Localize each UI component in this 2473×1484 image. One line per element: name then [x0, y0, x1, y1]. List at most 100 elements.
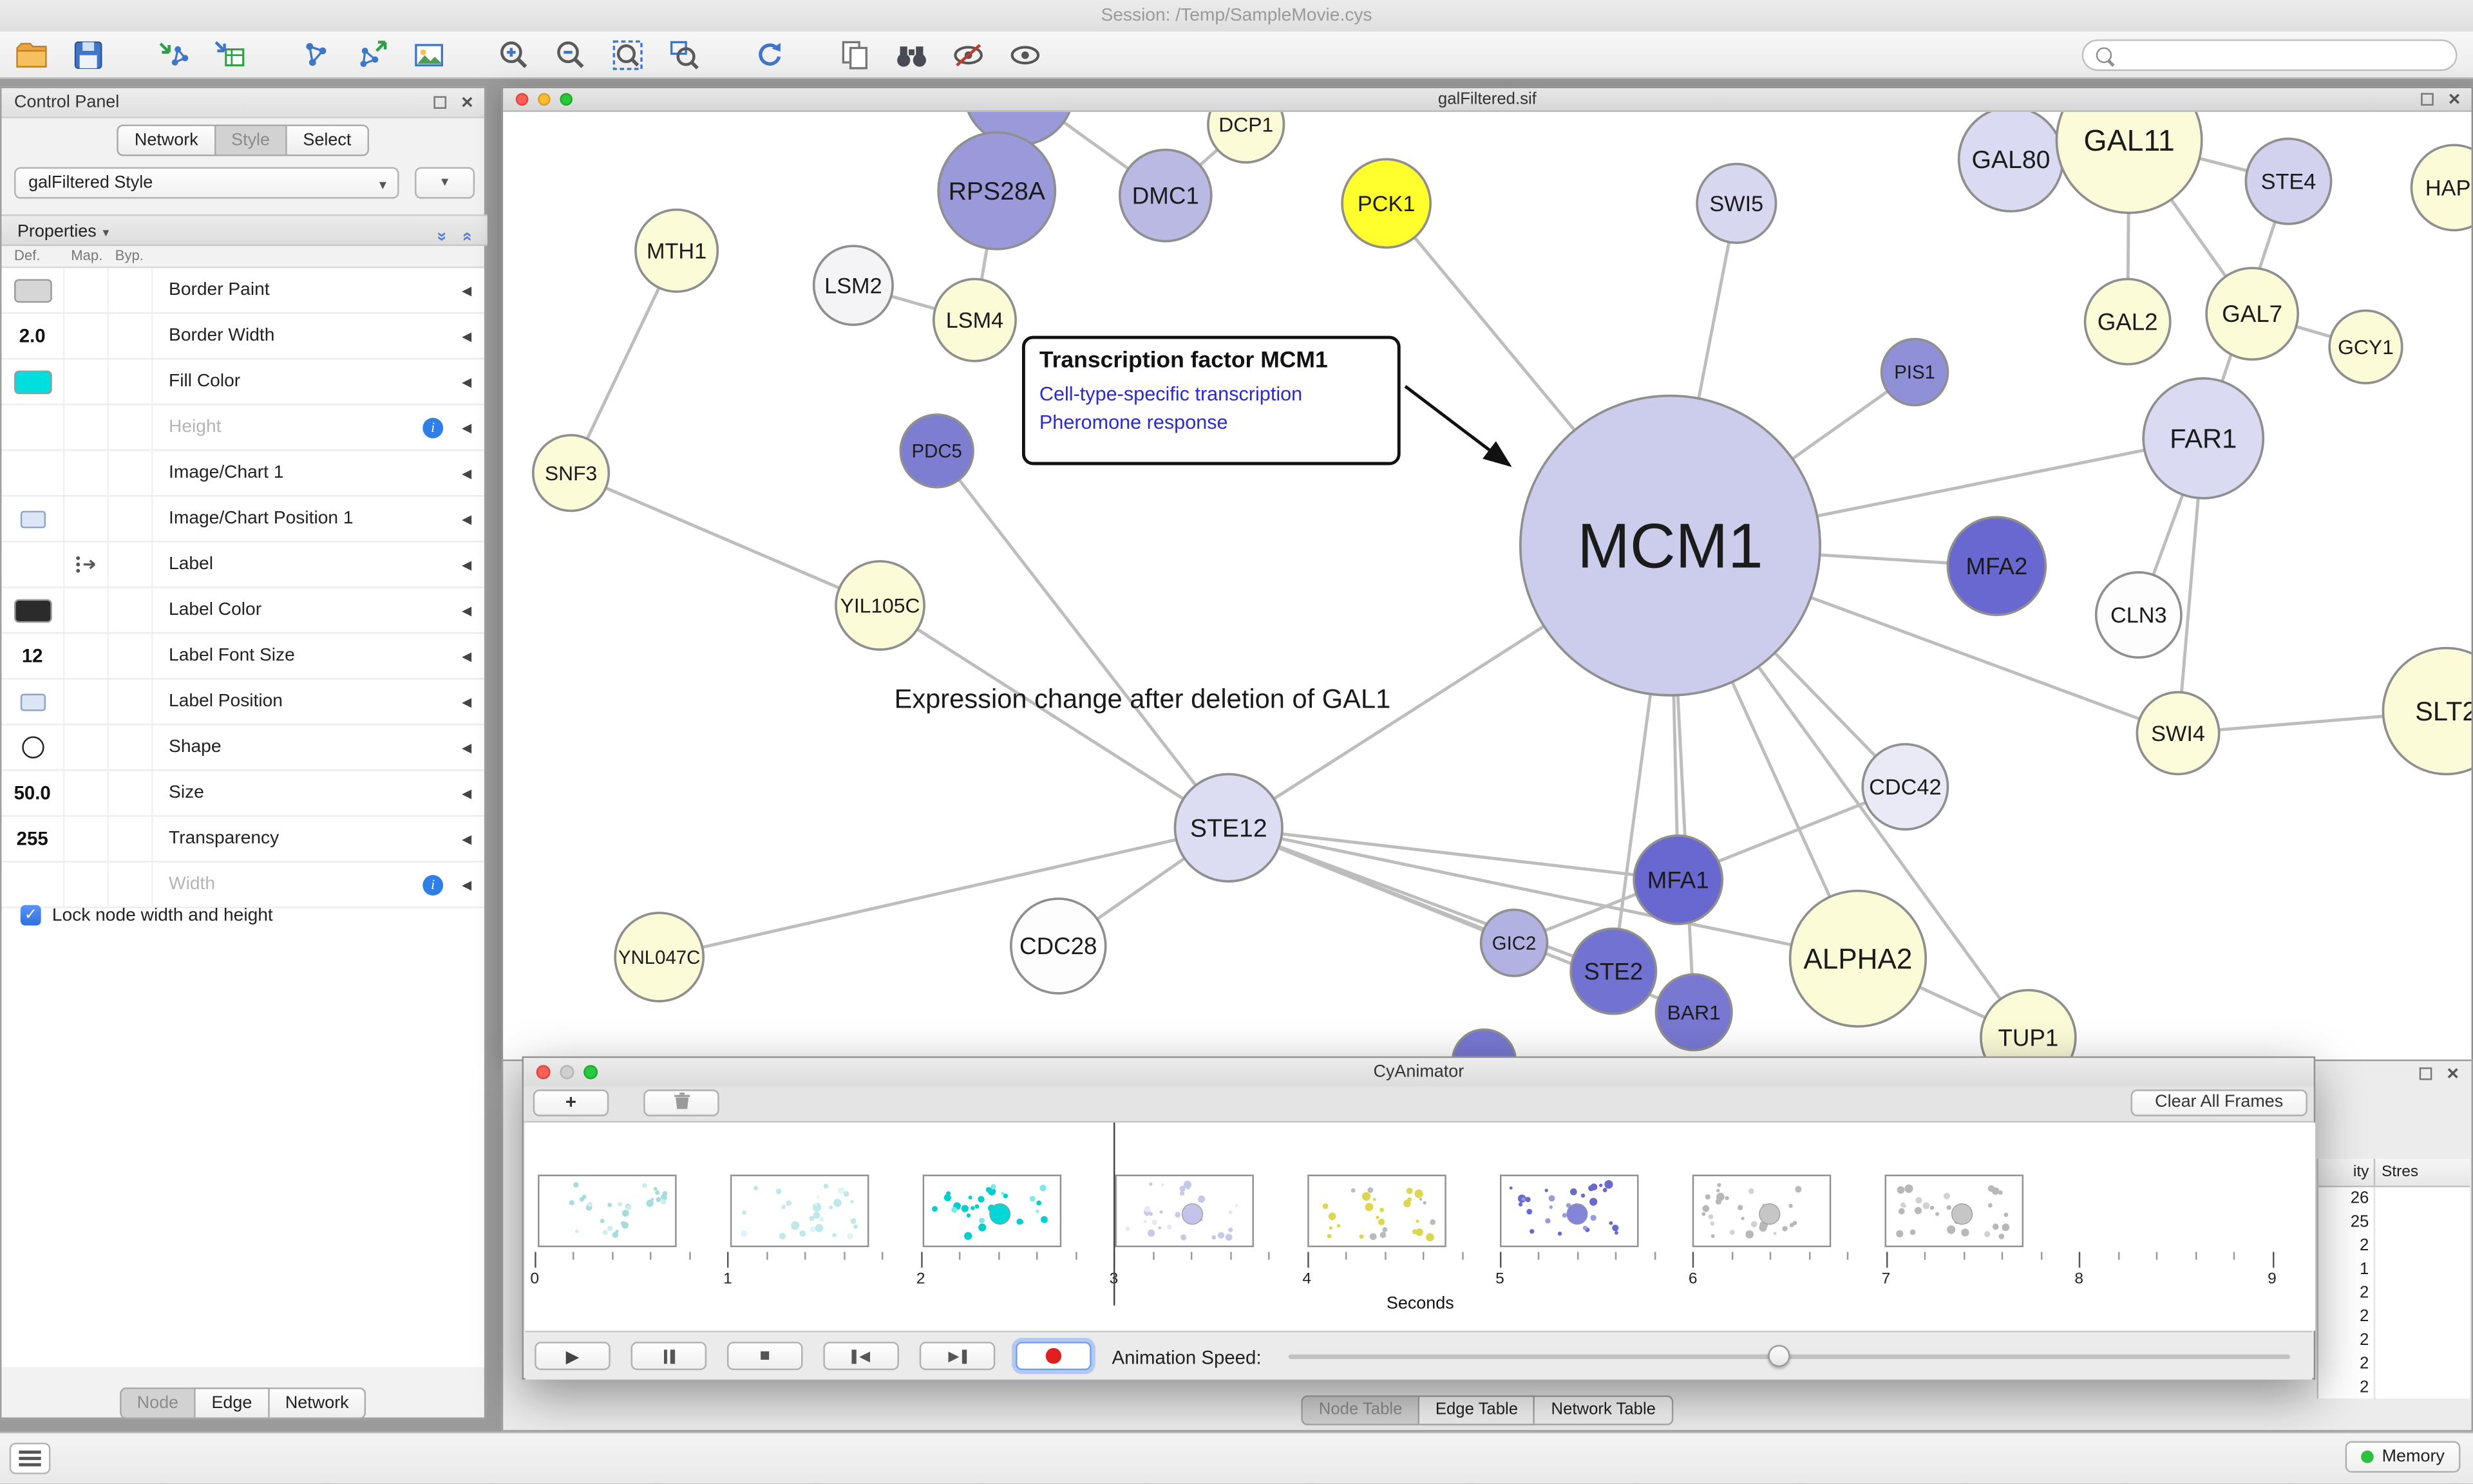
network-node-SWI5[interactable] [1696, 162, 1777, 244]
network-node-SWI4[interactable] [2136, 691, 2221, 776]
bypass-cell[interactable] [109, 496, 153, 541]
expand-row-icon[interactable]: ◀ [462, 465, 472, 480]
table-row[interactable]: 25 [2318, 1210, 2470, 1235]
new-network-icon[interactable] [296, 35, 334, 73]
tab-node-table[interactable]: Node Table [1301, 1395, 1420, 1425]
mapping-cell[interactable] [64, 634, 109, 679]
network-node-MFA1[interactable] [1633, 834, 1724, 925]
property-row-fill-color[interactable]: Fill Color◀ [1, 359, 484, 406]
network-node-SNF3[interactable] [531, 434, 611, 512]
bypass-cell[interactable] [109, 405, 153, 449]
table-row[interactable]: 26 [2318, 1187, 2470, 1211]
table-row[interactable]: 2 [2318, 1376, 2470, 1400]
zoom-fit-content-icon[interactable] [609, 35, 647, 73]
delete-frame-button[interactable] [643, 1089, 719, 1116]
play-button[interactable]: ▶ [535, 1342, 611, 1371]
properties-header[interactable]: Properties▾ » » [1, 214, 488, 247]
zoom-window-icon[interactable] [560, 93, 573, 106]
frame-thumbnail-5[interactable] [1499, 1174, 1639, 1248]
mapping-cell[interactable] [64, 771, 109, 816]
expand-row-icon[interactable]: ◀ [462, 831, 472, 846]
hide-graphics-details-icon[interactable] [949, 35, 987, 73]
style-selector[interactable]: galFiltered Style ▾ [14, 167, 399, 199]
float-window-icon[interactable] [434, 96, 448, 109]
default-value-cell[interactable]: 255 [1, 816, 65, 861]
column-header[interactable]: Stres [2381, 1163, 2419, 1181]
float-window-icon[interactable] [2421, 93, 2434, 106]
expand-all-icon[interactable]: » [457, 231, 477, 241]
frame-thumbnail-6[interactable] [1692, 1174, 1832, 1248]
style-options-button[interactable]: ▾ [415, 167, 475, 199]
frame-thumbnail-1[interactable] [730, 1174, 869, 1248]
slider-thumb[interactable] [1768, 1344, 1790, 1367]
default-value-cell[interactable] [1, 359, 65, 404]
property-row-shape[interactable]: Shape◀ [1, 725, 484, 771]
network-node-MFA2[interactable] [1946, 516, 2047, 616]
close-window-icon[interactable] [515, 93, 529, 106]
network-node-STE12[interactable] [1173, 773, 1284, 883]
export-image-icon[interactable] [410, 35, 448, 73]
network-node-ALPHA2[interactable] [1788, 889, 1928, 1028]
last-frame-button[interactable]: ▶ [919, 1342, 996, 1371]
network-node-BAR1[interactable] [1654, 973, 1733, 1051]
network-edge[interactable] [1228, 826, 1859, 961]
info-icon[interactable]: i [422, 874, 444, 895]
close-panel-icon[interactable]: × [2447, 1061, 2459, 1085]
mapping-cell[interactable] [64, 496, 109, 541]
zoom-in-icon[interactable] [495, 35, 533, 73]
default-value-cell[interactable] [1, 862, 65, 907]
expand-row-icon[interactable]: ◀ [462, 740, 472, 755]
table-row[interactable]: 2 [2318, 1234, 2470, 1259]
network-edge[interactable] [935, 449, 1230, 829]
expand-row-icon[interactable]: ◀ [462, 877, 472, 892]
save-session-icon[interactable] [70, 35, 108, 73]
default-value-cell[interactable] [1, 268, 65, 312]
table-row[interactable]: 2 [2318, 1282, 2470, 1306]
animation-speed-slider[interactable] [1288, 1344, 2290, 1367]
float-window-icon[interactable] [2420, 1067, 2433, 1080]
expand-row-icon[interactable]: ◀ [462, 328, 472, 343]
network-edge[interactable] [879, 604, 1230, 829]
default-value-cell[interactable] [1, 725, 65, 770]
default-value-cell[interactable] [1, 588, 65, 633]
close-window-icon[interactable] [536, 1065, 551, 1080]
open-session-icon[interactable] [13, 35, 51, 73]
stop-button[interactable]: ■ [726, 1342, 803, 1371]
property-row-label-color[interactable]: Label Color◀ [1, 588, 484, 634]
search-network-icon[interactable] [893, 35, 931, 73]
property-row-label[interactable]: Label◀ [1, 542, 484, 588]
table-row[interactable]: 1 [2318, 1258, 2470, 1282]
mapping-cell[interactable] [64, 862, 109, 907]
mapping-cell[interactable] [64, 405, 109, 449]
tab-node[interactable]: Node [119, 1387, 196, 1420]
network-node-DCP1[interactable] [1207, 111, 1285, 164]
lock-size-checkbox[interactable]: ✓ [20, 905, 41, 926]
bypass-cell[interactable] [109, 314, 153, 358]
network-node-FAR1[interactable] [2142, 377, 2265, 500]
network-node-GAL7[interactable] [2205, 267, 2300, 361]
bypass-cell[interactable] [109, 588, 153, 633]
network-node-SLT2[interactable] [2382, 646, 2472, 776]
default-value-cell[interactable] [1, 679, 65, 724]
minimize-window-icon[interactable] [560, 1065, 574, 1080]
network-node-RPS28A[interactable] [937, 131, 1057, 250]
bypass-cell[interactable] [109, 542, 153, 587]
animation-timeline[interactable]: Seconds 0123456789 [525, 1122, 2316, 1331]
tab-select[interactable]: Select [287, 124, 369, 156]
bypass-cell[interactable] [109, 816, 153, 861]
export-network-icon[interactable] [354, 35, 392, 73]
network-node-HAP2[interactable] [2410, 144, 2472, 232]
default-value-cell[interactable] [1, 451, 65, 495]
close-view-icon[interactable]: × [2448, 86, 2461, 111]
network-node-PCK1[interactable] [1341, 158, 1432, 249]
clear-all-frames-button[interactable]: Clear All Frames [2130, 1089, 2307, 1116]
network-edge[interactable] [659, 826, 1229, 959]
expand-row-icon[interactable]: ◀ [462, 283, 472, 297]
bypass-cell[interactable] [109, 634, 153, 679]
mapping-cell[interactable] [64, 359, 109, 404]
mapping-cell[interactable] [64, 725, 109, 770]
default-value-cell[interactable]: 2.0 [1, 314, 65, 358]
